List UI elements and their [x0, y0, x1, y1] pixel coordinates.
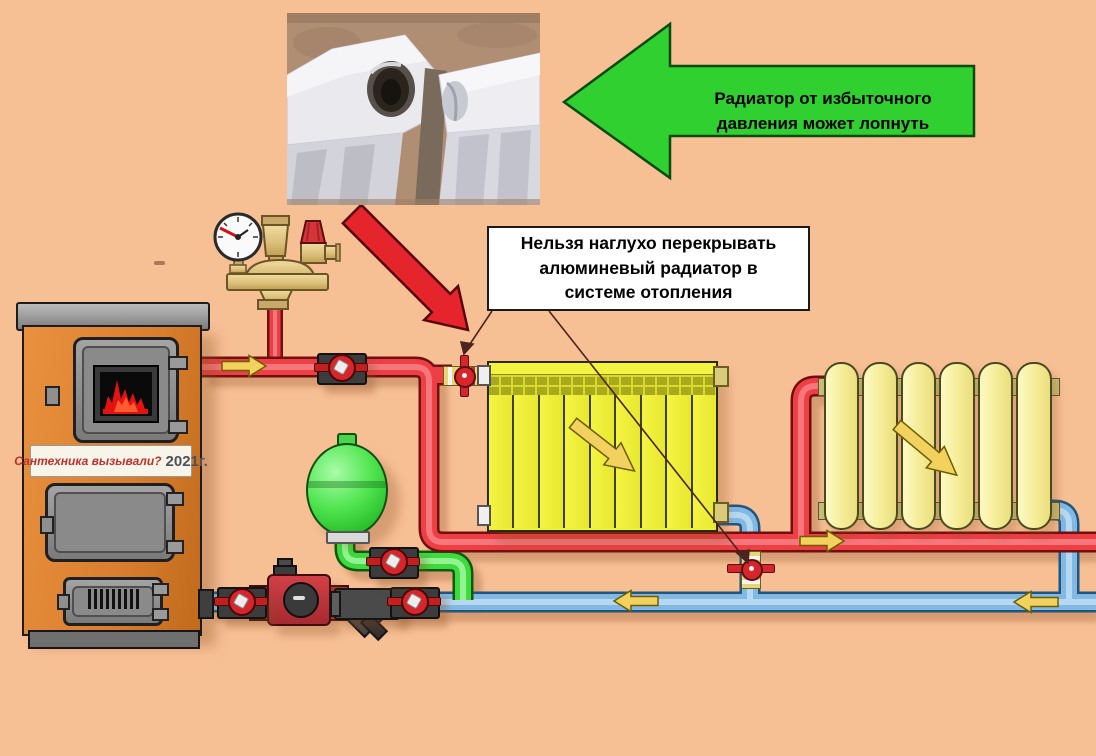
boiler-ash-door: [63, 577, 163, 626]
fire-screen: [100, 372, 152, 416]
flow-arrow-radiator2: [887, 413, 967, 487]
safety-valve: [299, 220, 341, 264]
r2-cap: [823, 362, 859, 530]
fire-door-latch: [45, 386, 60, 406]
radiator1-vent-grille: [489, 375, 716, 395]
r1-cell: [489, 395, 515, 528]
pump-face: [283, 582, 319, 618]
filter-collar-left: [330, 591, 341, 617]
tank-flange: [326, 531, 370, 544]
fire-door-hinge-top: [168, 356, 188, 370]
r2-cap: [977, 362, 1013, 530]
expansion-tank: [306, 443, 388, 537]
radiator1-fitting-bottom-left: [477, 505, 491, 526]
ash-door-hinge-top: [152, 583, 169, 596]
green-arrow-text: Радиатор от избыточного давления может л…: [674, 68, 972, 154]
boiler-return-port: [198, 589, 214, 619]
radiator1-top-strip: [489, 363, 716, 375]
middle-door-hinge-bottom: [166, 540, 184, 554]
r2-cap: [862, 362, 898, 530]
warning-line1: Нельзя наглухо перекрывать: [520, 233, 777, 254]
pump-face-slot: [293, 596, 305, 600]
ash-door-latch: [57, 594, 70, 610]
boiler-middle-door: [45, 483, 175, 562]
vent-slats: [88, 589, 139, 609]
boiler-label: Сантехника вызывали? 2021г.: [14, 445, 208, 477]
green-arrow-shape: [561, 21, 976, 180]
middle-door-hinge-top: [166, 492, 184, 506]
flow-arrow-supply-left: [221, 354, 267, 378]
radiator-outlet-valve-dot: [749, 566, 754, 571]
radiator-aluminum: [487, 361, 718, 532]
radiator1-fitting-top-left: [477, 365, 491, 386]
pressure-gauge: [213, 212, 263, 274]
r1-cell: [692, 395, 716, 528]
fire-door-hinge-bottom: [168, 420, 188, 434]
burst-radiator-photo: [287, 13, 540, 205]
boiler-brand-text: Сантехника вызывали?: [14, 454, 162, 468]
r1-cell: [565, 395, 591, 528]
flow-arrows: [221, 354, 1059, 614]
green-callout-arrow: Радиатор от избыточного давления может л…: [556, 18, 988, 180]
warning-red-arrow: [341, 203, 470, 332]
warning-text-box: Нельзя наглухо перекрывать алюминевый ра…: [487, 226, 810, 311]
flames-icon: [103, 380, 148, 414]
flow-arrow-return-mid: [613, 589, 659, 613]
manifold: [226, 258, 329, 310]
green-arrow-line2: давления может лопнуть: [716, 114, 930, 133]
flow-arrow-supply-right: [799, 529, 845, 553]
green-arrow-line1: Радиатор от избыточного: [714, 89, 932, 108]
boiler-fire-window: [93, 365, 159, 423]
r1-cell: [641, 395, 668, 528]
radiator-inlet-valve-dot: [462, 373, 467, 378]
radiator1-fitting-top-right: [713, 366, 729, 387]
leader-lines: [459, 310, 750, 565]
r1-cell: [539, 395, 566, 528]
ash-door-hinge-bottom: [152, 608, 169, 621]
r1-cell: [514, 395, 540, 528]
radiator1-fitting-bottom-right: [713, 502, 729, 523]
flow-arrow-return-right: [1013, 590, 1059, 614]
warning-line3: системе отопления: [564, 282, 733, 303]
flow-arrow-radiator1: [563, 411, 644, 483]
boiler-base: [28, 630, 200, 649]
r2-cap: [1016, 362, 1052, 530]
boiler-year-text: 2021г.: [165, 452, 208, 470]
warning-line2: алюминевый радиатор в: [539, 257, 758, 278]
radiator1-sections: [489, 395, 716, 528]
supply-pipe-red: [200, 300, 1096, 553]
r1-cell: [667, 395, 693, 528]
safety-group: [213, 212, 341, 310]
stray-mark: [154, 261, 165, 265]
tank-band: [308, 481, 386, 488]
middle-door-latch: [40, 516, 54, 534]
